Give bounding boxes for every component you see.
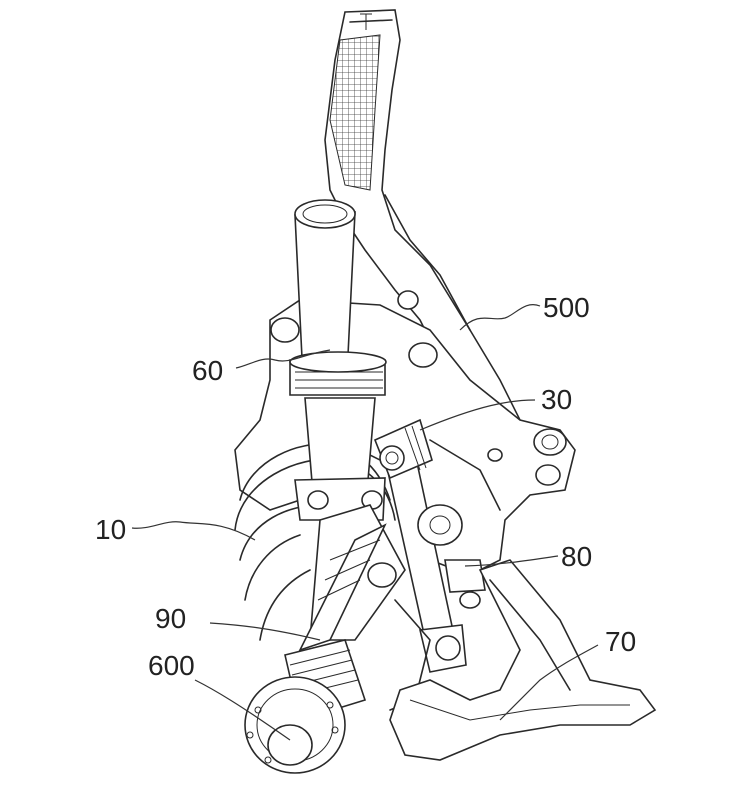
label-30: 30 <box>541 384 573 415</box>
label-80: 80 <box>561 541 593 572</box>
label-600: 600 <box>148 650 195 681</box>
label-60: 60 <box>192 355 224 386</box>
stabilizer-link <box>373 418 467 673</box>
leader-lines <box>131 304 599 741</box>
cv-joint <box>244 639 367 774</box>
bushing-80 <box>417 504 486 609</box>
label-10: 10 <box>95 514 127 545</box>
label-70: 70 <box>605 626 637 657</box>
label-90: 90 <box>155 603 187 634</box>
drive-shaft <box>298 504 431 711</box>
label-500: 500 <box>543 292 590 323</box>
control-arm-70 <box>389 559 657 761</box>
